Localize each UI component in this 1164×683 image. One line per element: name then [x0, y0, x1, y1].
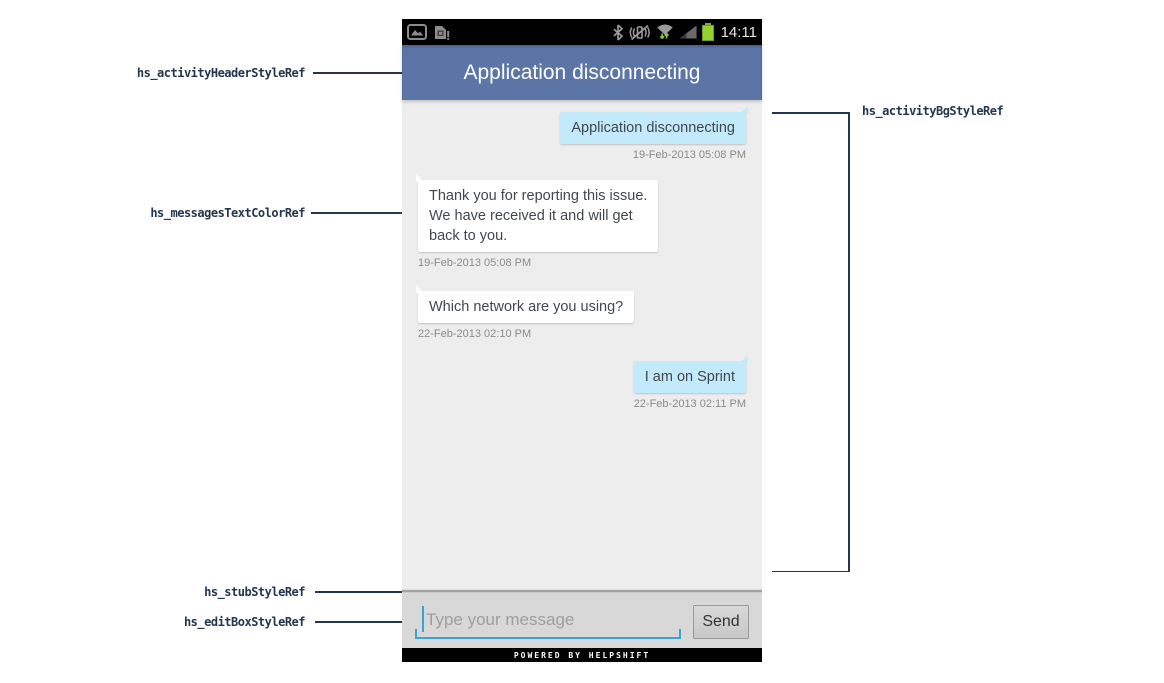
annotation-stub-style-ref: hs_stubStyleRef — [204, 585, 305, 599]
annotation-messages-text-color-ref: hs_messagesTextColorRef — [150, 206, 305, 220]
user-message-bubble: Application disconnecting — [560, 112, 746, 144]
wifi-traffic-icon — [655, 23, 675, 41]
text-cursor — [422, 606, 424, 632]
signal-strength-icon — [679, 25, 697, 39]
message-input-placeholder: Type your message — [426, 610, 575, 629]
battery-icon — [701, 23, 714, 41]
agent-message-bubble: Thank you for reporting this issue. We h… — [418, 180, 659, 252]
message-timestamp: 19-Feb-2013 05:08 PM — [632, 149, 746, 161]
message-row: Application disconnecting 19-Feb-2013 05… — [418, 112, 746, 161]
sim-card-alert-icon — [432, 23, 450, 41]
user-message-bubble: I am on Sprint — [633, 361, 746, 393]
vibrate-off-icon — [629, 24, 650, 41]
gallery-icon — [407, 24, 427, 40]
status-bar-notifications — [407, 23, 450, 41]
annotation-activity-bg-ref: hs_activityBgStyleRef — [862, 104, 1004, 118]
annotation-line — [315, 591, 402, 593]
message-row: I am on Sprint 22-Feb-2013 02:11 PM — [418, 361, 746, 410]
annotation-bracket-bottom — [772, 570, 849, 572]
status-bar-indicators: 14:11 — [612, 23, 757, 41]
activity-header: Application disconnecting — [402, 45, 762, 100]
message-timestamp: 22-Feb-2013 02:11 PM — [633, 398, 746, 410]
message-timestamp: 19-Feb-2013 05:08 PM — [418, 257, 532, 269]
annotation-line — [315, 621, 402, 623]
activity-title: Application disconnecting — [463, 60, 701, 84]
annotation-line — [313, 72, 402, 74]
bluetooth-icon — [612, 23, 624, 41]
phone-screenshot: 14:11 Application disconnecting Applicat… — [402, 19, 762, 662]
annotation-bracket-side — [848, 112, 850, 572]
annotation-line — [311, 212, 402, 214]
agent-message-bubble: Which network are you using? — [418, 291, 635, 323]
message-timestamp: 22-Feb-2013 02:10 PM — [418, 328, 532, 340]
message-row: Which network are you using? 22-Feb-2013… — [418, 291, 746, 340]
send-button[interactable]: Send — [693, 605, 749, 639]
conversation-area: Application disconnecting 19-Feb-2013 05… — [402, 100, 762, 589]
status-bar: 14:11 — [402, 19, 762, 45]
annotation-bracket-top — [772, 112, 849, 114]
annotation-editbox-style-ref: hs_editBoxStyleRef — [183, 615, 306, 629]
powered-by-footer: POWERED BY HELPSHIFT — [402, 648, 762, 662]
stub-divider — [402, 589, 762, 593]
composer-bar: Type your message Send — [402, 593, 762, 648]
message-row: Thank you for reporting this issue. We h… — [418, 180, 746, 269]
annotation-activity-header-ref: hs_activityHeaderStyleRef — [136, 66, 306, 80]
message-input[interactable]: Type your message — [415, 603, 681, 639]
status-bar-clock: 14:11 — [720, 23, 757, 41]
